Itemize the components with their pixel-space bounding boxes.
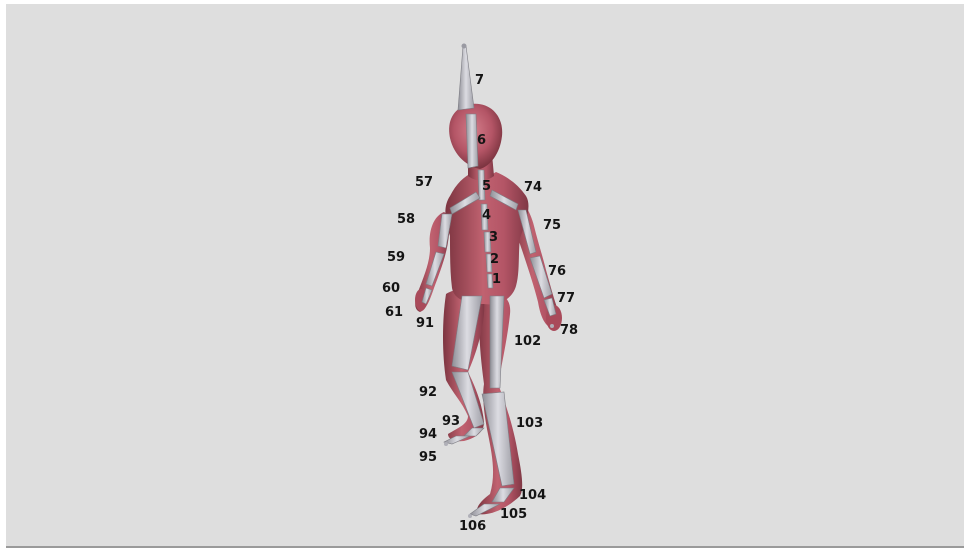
joint-label-95: 95 <box>419 450 437 465</box>
joint-label-74: 74 <box>524 180 542 195</box>
joint-label-2: 2 <box>490 252 499 267</box>
skeleton-figure: 7 6 5 4 3 2 1 57 58 59 60 61 74 75 76 77… <box>6 4 964 546</box>
joint-label-3: 3 <box>489 230 498 245</box>
joint-label-76: 76 <box>548 264 566 279</box>
hand-tip-marker <box>550 324 554 328</box>
joint-label-58: 58 <box>397 212 415 227</box>
joint-label-1: 1 <box>492 272 501 287</box>
joint-label-60: 60 <box>382 281 400 296</box>
bone-7 <box>458 46 474 110</box>
joint-label-104: 104 <box>519 488 546 503</box>
joint-label-59: 59 <box>387 250 405 265</box>
toe-tip-marker <box>444 442 448 446</box>
head-tip-marker <box>462 44 467 49</box>
joint-label-77: 77 <box>557 291 575 306</box>
joint-label-103: 103 <box>516 416 543 431</box>
joint-label-61: 61 <box>385 305 403 320</box>
joint-label-102: 102 <box>514 334 541 349</box>
toe-tip-marker-2 <box>468 514 472 518</box>
joint-label-106: 106 <box>459 519 486 534</box>
joint-label-57: 57 <box>415 175 433 190</box>
joint-label-105: 105 <box>500 507 527 522</box>
joint-label-7: 7 <box>475 73 484 88</box>
joint-label-78: 78 <box>560 323 578 338</box>
joint-label-92: 92 <box>419 385 437 400</box>
joint-label-94: 94 <box>419 427 437 442</box>
joint-label-4: 4 <box>482 208 491 223</box>
joint-label-75: 75 <box>543 218 561 233</box>
bone-102 <box>490 296 504 388</box>
joint-label-93: 93 <box>442 414 460 429</box>
render-viewport: 7 6 5 4 3 2 1 57 58 59 60 61 74 75 76 77… <box>6 4 964 548</box>
joint-label-6: 6 <box>477 133 486 148</box>
joint-label-91: 91 <box>416 316 434 331</box>
joint-label-5: 5 <box>482 179 491 194</box>
